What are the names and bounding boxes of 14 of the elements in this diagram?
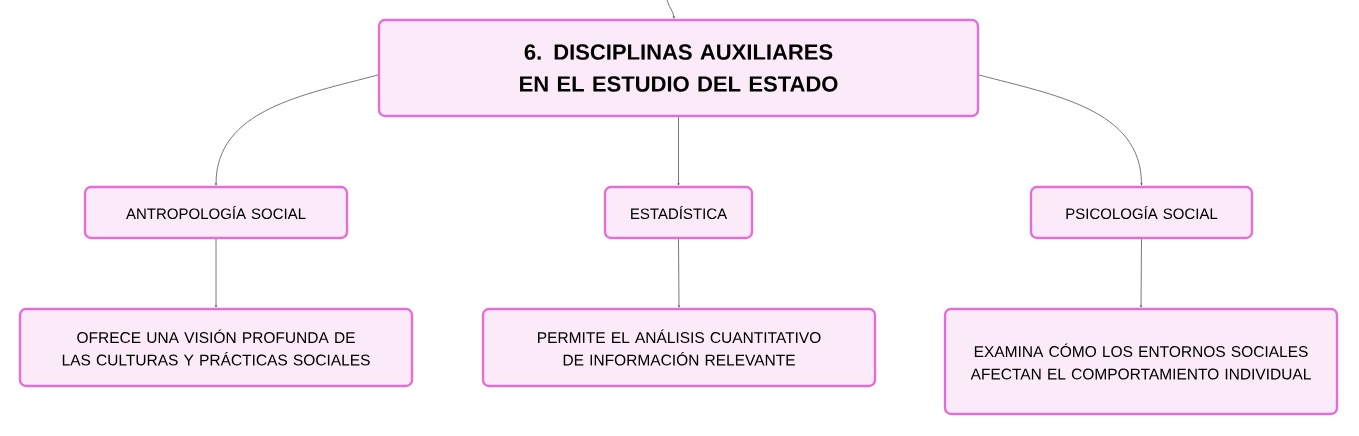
connector-arrow <box>1139 238 1143 308</box>
connector-arrow <box>677 238 681 308</box>
description-box: PERMITE EL ANÁLISIS CUANTITATIVO DE INFORMACIÓN RELEVANTE <box>481 307 877 388</box>
topic-box: ANTROPOLOGÍA SOCIAL <box>83 185 349 240</box>
description-box: EXAMINA CÓMO LOS ENTORNOS SOCIALES AFECTAN EL COMPORTAMIENTO INDIVIDUAL <box>943 307 1339 416</box>
connector-arrow <box>666 0 675 19</box>
topic-box: ESTADÍSTICA <box>603 185 754 240</box>
connector-arrow <box>214 238 218 308</box>
title-box: 6. DISCIPLINAS AUXILIARES EN EL ESTUDIO DEL ESTADO <box>377 18 980 118</box>
connector-arrow <box>677 116 680 186</box>
description-box: OFRECE UNA VISIÓN PROFUNDA DE LAS CULTURAS Y PRÁCTICAS SOCIALES <box>18 307 414 388</box>
connector-arrow <box>214 74 379 186</box>
connector-arrow <box>978 74 1143 186</box>
topic-box: PSICOLOGÍA SOCIAL <box>1029 185 1254 240</box>
